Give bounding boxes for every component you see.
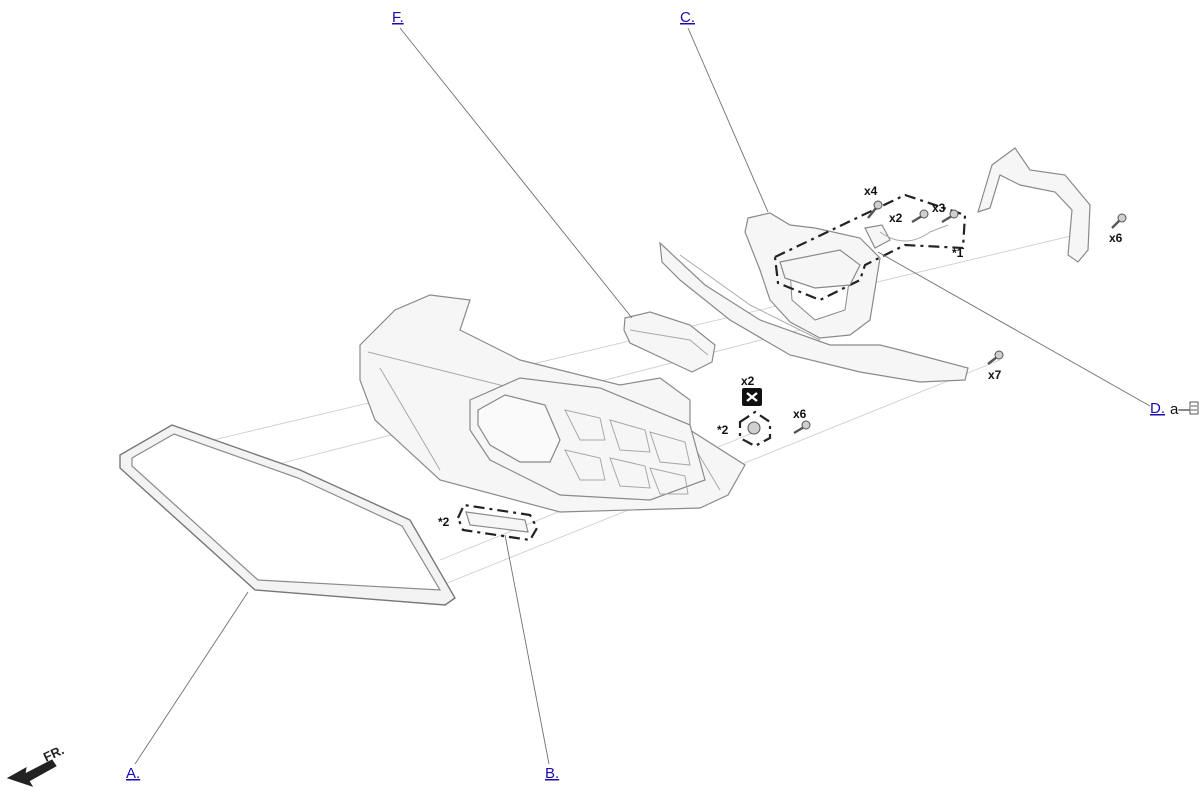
leader-lines <box>134 27 1151 765</box>
qty-label: x7 <box>988 368 1002 382</box>
grille-frame-part-a <box>119 424 456 606</box>
front-direction-arrow-icon <box>6 759 57 787</box>
non-reusable-icon <box>742 388 762 406</box>
note-label: *1 <box>952 246 964 260</box>
callout-c[interactable]: C. <box>680 9 695 26</box>
bolt-icon <box>793 420 811 435</box>
emblem-part <box>456 503 539 542</box>
bolt-icon <box>867 200 883 219</box>
qty-label: x6 <box>793 407 807 421</box>
torque-icon <box>1189 401 1199 415</box>
callout-d-suffix: a— <box>1170 401 1193 418</box>
bolt-icon <box>987 350 1004 365</box>
callout-d[interactable]: D. <box>1150 400 1165 417</box>
qty-label: x2 <box>741 374 755 388</box>
qty-label: x3 <box>932 201 946 215</box>
note-label: *2 <box>438 515 450 529</box>
callout-f[interactable]: F. <box>392 9 404 26</box>
side-bracket-part <box>977 147 1091 263</box>
qty-label: x2 <box>889 211 903 225</box>
front-direction-label: FR. <box>41 742 66 764</box>
bolt-icon <box>941 209 959 224</box>
bracket-group-part-d <box>773 193 967 302</box>
qty-label: x6 <box>1109 231 1123 245</box>
cover-part-f <box>623 311 716 373</box>
nut-part <box>738 410 772 448</box>
bolt-icon <box>911 209 929 224</box>
callout-a[interactable]: A. <box>126 765 140 782</box>
bolt-icon <box>1111 213 1127 229</box>
callout-b[interactable]: B. <box>545 765 559 782</box>
note-label: *2 <box>717 423 729 437</box>
radiator-grille-part-b <box>359 294 746 513</box>
qty-label: x4 <box>864 184 878 198</box>
